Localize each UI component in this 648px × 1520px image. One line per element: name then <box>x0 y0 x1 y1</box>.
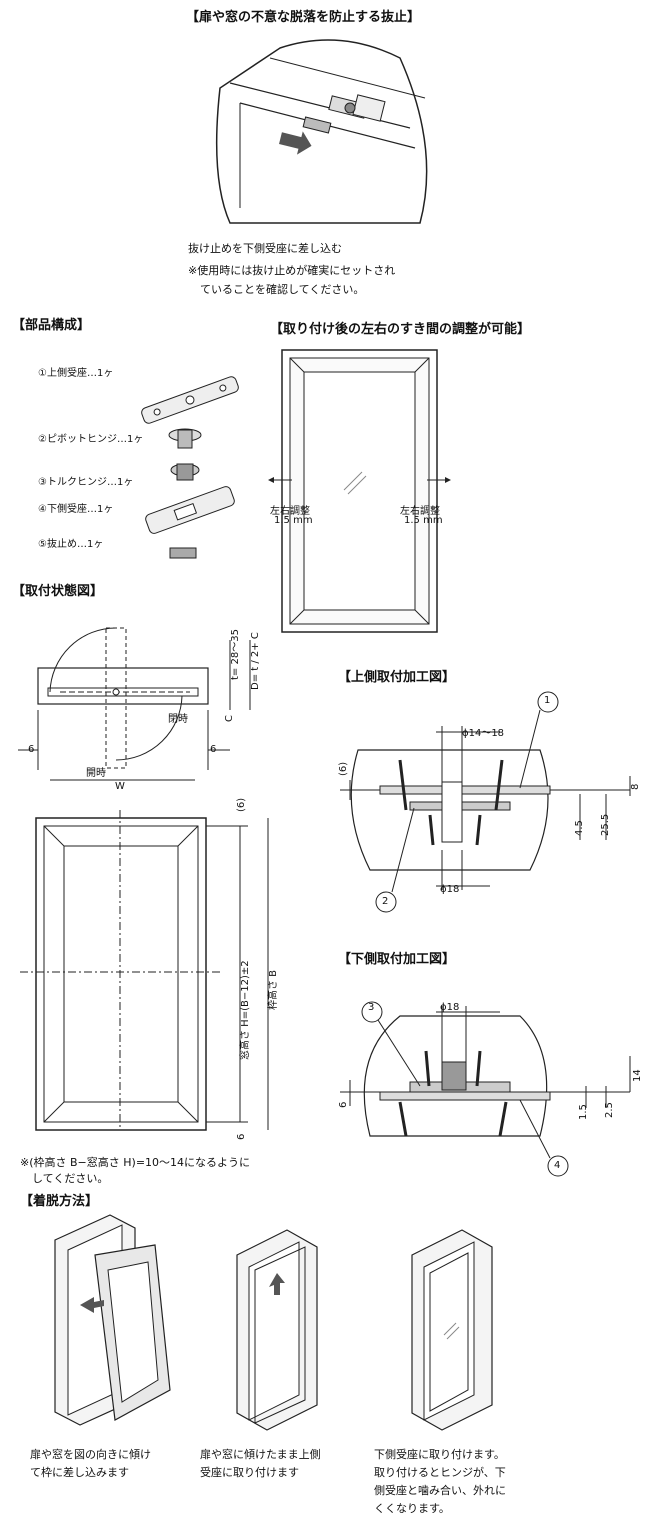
install-d-label: D= t / 2+ C <box>250 632 261 690</box>
install-six-right: 6 <box>210 744 217 755</box>
install-t-label: t= 28～35 <box>230 629 241 680</box>
upper-dim-8: 8 <box>630 783 641 790</box>
upper-dim-phi-bottom: ϕ18 <box>440 884 460 895</box>
part-item-5: ⑤抜止め…1ヶ <box>38 539 104 550</box>
install-note-line2: してください。 <box>32 1172 109 1185</box>
howto-step3-illustration <box>411 1229 493 1431</box>
howto-step2-line2: 受座に取り付けます <box>200 1466 299 1479</box>
howto-step1-illustration <box>54 1214 171 1426</box>
anti-drop-illustration <box>215 39 428 224</box>
howto-step3-line2: 取り付けるとヒンジが、下 <box>374 1466 506 1479</box>
install-w-label: W <box>115 781 125 792</box>
upper-dim-phi-top: ϕ14～18 <box>462 728 505 739</box>
install-window-height: 窓高さ H=(B−12)±2 <box>240 960 251 1060</box>
install-closed-label: 閉時 <box>168 714 188 725</box>
lower-callout-3: 3 <box>368 1002 375 1013</box>
top-note-line1: ※使用時には抜け止めが確実にセットされ <box>188 264 396 277</box>
parts-illustration <box>141 376 239 559</box>
part-item-3: ③トルクヒンジ…1ヶ <box>38 477 134 488</box>
install-six-left: 6 <box>28 744 35 755</box>
part-item-4: ④下側受座…1ヶ <box>38 504 114 515</box>
upper-dim-255: 25.5 <box>600 813 611 836</box>
howto-step3-line1: 下側受座に取り付けます。 <box>374 1448 505 1461</box>
parts-title: 【部品構成】 <box>12 318 91 333</box>
lower-dim-15: 1.5 <box>578 1104 589 1120</box>
upper-callout-1: 1 <box>544 695 551 706</box>
howto-title: 【着脱方法】 <box>20 1194 99 1209</box>
part-item-2: ②ピボットヒンジ…1ヶ <box>38 434 144 445</box>
upper-dim-45: 4.5 <box>574 820 585 836</box>
howto-step1-line2: て枠に差し込みます <box>30 1466 129 1479</box>
install-plan-diagram <box>18 627 251 781</box>
howto-step1-line1: 扉や窓を図の向きに傾け <box>30 1448 151 1461</box>
howto-step2-line1: 扉や窓に傾けたまま上側 <box>200 1448 321 1461</box>
upper-dim-6: (6) <box>338 761 349 776</box>
howto-step3-line3: 側受座と噛み合い、外れに <box>374 1484 506 1497</box>
lower-dim-phi: ϕ18 <box>440 1002 460 1013</box>
install-title: 【取付状態図】 <box>12 584 104 599</box>
lower-dim-14: 14 <box>632 1069 643 1082</box>
install-open-label: 開時 <box>86 768 106 779</box>
install-six-bottom: 6 <box>236 1133 247 1140</box>
part-item-1: ①上側受座…1ヶ <box>38 368 114 379</box>
upper-machining-diagram <box>340 691 631 913</box>
lower-machining-title: 【下側取付加工図】 <box>338 952 456 967</box>
lower-callout-4: 4 <box>554 1160 561 1171</box>
howto-step2-illustration <box>236 1229 318 1431</box>
install-frame-height: 枠高さ B <box>268 969 279 1010</box>
top-title: 【扉や窓の不意な脱落を防止する抜止】 <box>186 10 421 25</box>
adjust-left-label: 左右調整 <box>270 506 310 517</box>
adjust-window-diagram <box>268 349 451 633</box>
lower-dim-6: 6 <box>338 1101 349 1108</box>
howto-step3-line4: くくなります。 <box>374 1502 450 1515</box>
top-note-line2: ていることを確認してください。 <box>200 283 365 296</box>
adjust-left-value: 1.5 mm <box>274 515 313 526</box>
adjust-right-label: 左右調整 <box>400 506 440 517</box>
adjust-title: 【取り付け後の左右のすき間の調整が可能】 <box>270 322 531 337</box>
install-elevation-diagram <box>20 810 269 1131</box>
top-caption: 抜け止めを下側受座に差し込む <box>188 242 342 255</box>
lower-machining-diagram <box>340 1001 631 1177</box>
adjust-right-value: 1.5 mm <box>404 515 443 526</box>
upper-machining-title: 【上側取付加工図】 <box>338 670 456 685</box>
lower-dim-25: 2.5 <box>604 1102 615 1118</box>
install-note-line1: ※(枠高さ B−窓高さ H)=10～14になるように <box>20 1156 251 1169</box>
install-c-label: C <box>224 715 235 722</box>
upper-callout-2: 2 <box>382 896 389 907</box>
install-six-top: (6) <box>236 797 247 812</box>
